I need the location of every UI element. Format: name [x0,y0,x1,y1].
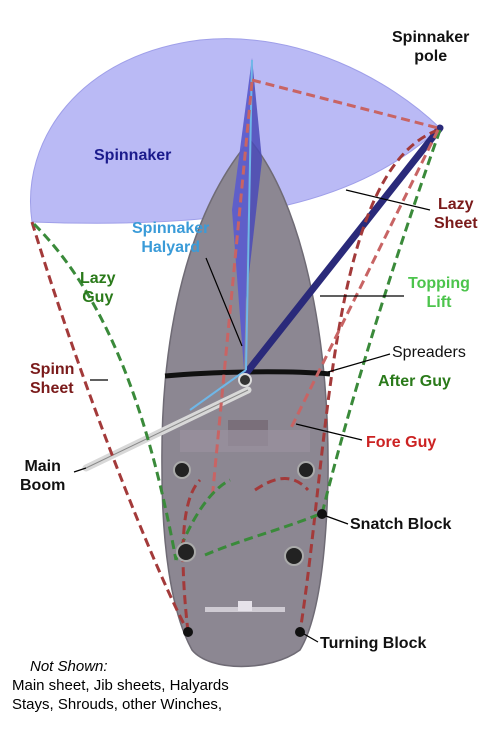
mainsail [232,58,252,370]
not-shown-note: Not Shown: Main sheet, Jib sheets, Halya… [12,657,229,714]
halyard-label-2: Halyard [141,239,201,256]
halyard-label-1: Spinnaker [132,220,210,237]
turning-block-icon [183,627,193,637]
main-boom-label: Main Boom [20,457,65,495]
main-boom-label-1: Main [24,458,61,475]
mainsail-upper [246,58,262,300]
lazy-sheet-label: Lazy Sheet [434,195,478,233]
topping-lift-line [251,78,439,130]
winches [173,461,327,637]
main-boom-label-2: Boom [20,477,66,494]
leader-turning [303,633,319,643]
spreaders-label: Spreaders [392,344,466,361]
spinn-sheet-label-1: Spinn [30,361,75,378]
halyard-label: Spinnaker Halyard [132,219,209,257]
cockpit-area [180,430,310,452]
spinn-sheet-label: Spinn Sheet [30,360,74,398]
lazy-guy-line [32,222,178,561]
topping-lift-label-1: Topping [408,275,470,292]
lazy-guy-label-2: Guy [82,289,114,306]
leader-spreaders [327,353,391,373]
leader-main-boom [73,467,87,473]
winch-icon [176,542,196,562]
winch-icon [173,461,191,479]
turning-block-icon [295,627,305,637]
leader-fore-guy [295,423,363,441]
leader-halyard [205,257,243,347]
traveler-car [238,601,252,611]
leader-lazy-sheet [345,189,431,211]
not-shown-line-2: Stays, Shrouds, other Winches, [12,696,223,713]
lazy-guy-label-1: Lazy [80,270,116,287]
lazy-sheet-line [298,128,439,633]
winch-icon [284,546,304,566]
spinnaker-pole-label-1: Spinnaker [392,29,470,46]
topping-lift-label-2: Lift [426,294,452,311]
spinnaker-pole-label-2: pole [414,48,448,65]
spinnaker-pole [240,124,444,380]
spinn-sheet-label-2: Sheet [30,380,74,397]
not-shown-heading: Not Shown: [30,658,108,675]
topping-lift-label: Topping Lift [408,274,470,312]
cockpit-run-mid [204,512,321,557]
spinnaker-label: Spinnaker [94,147,172,164]
leader-snatch [325,515,349,525]
after-guy-line [320,129,442,515]
hull [161,138,329,668]
snatch-block-label: Snatch Block [350,516,452,533]
cockpit-run-left [174,478,231,561]
fore-guy-label: Fore Guy [366,434,437,451]
turning-block-label: Turning Block [320,635,427,652]
mast [238,373,252,387]
lazy-guy-label: Lazy Guy [80,269,116,307]
lazy-sheet-label-2: Sheet [434,215,478,232]
after-guy-label: After Guy [378,373,451,390]
winch-icon [297,461,315,479]
halyard-line [189,59,253,411]
cockpit-run-red [181,478,202,633]
spinn-sheet-line [30,221,190,633]
snatch-block-icon [317,509,327,519]
not-shown-line-1: Main sheet, Jib sheets, Halyards [12,677,229,694]
cockpit-run-red2 [254,476,310,492]
spinnaker-pole-label: Spinnaker pole [392,28,469,66]
lazy-sheet-label-1: Lazy [438,196,474,213]
